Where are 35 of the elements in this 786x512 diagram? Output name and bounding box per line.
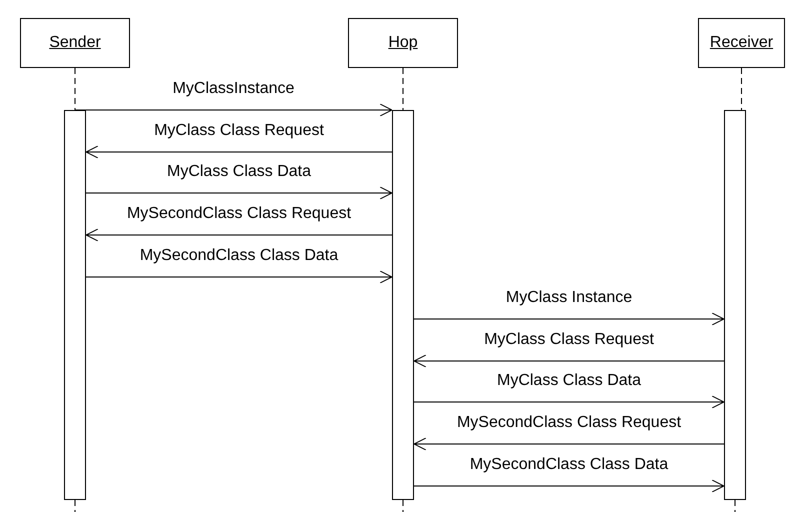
- message-arrow: [414, 312, 724, 326]
- message-label: MyClassInstance: [172, 80, 294, 98]
- lifeline: [402, 68, 404, 110]
- message-arrow: [414, 438, 724, 450]
- participant-name: Sender: [49, 34, 101, 52]
- message-label: MySecondClass Class Request: [126, 205, 352, 223]
- lifeline: [74, 500, 76, 512]
- message-label: MySecondClass Class Data: [470, 456, 668, 474]
- message-label: MyClass Class Data: [166, 163, 312, 181]
- message-arrow: [86, 270, 392, 284]
- message-arrow: [86, 186, 392, 200]
- message-arrow: [74, 104, 392, 116]
- message-label: MyClass Class Request: [484, 331, 654, 349]
- activation-bar: [64, 110, 86, 500]
- message-arrow: [414, 354, 724, 368]
- participant-box: [20, 18, 130, 68]
- message-label: MySecondClass Class Request: [456, 414, 682, 432]
- lifeline: [734, 500, 736, 512]
- activation-bar: [392, 110, 414, 500]
- participant-name: Hop: [388, 34, 418, 52]
- lifeline: [741, 68, 742, 110]
- message-label: MyClass Instance: [506, 289, 632, 307]
- message-label: MyClass Class Request: [154, 122, 324, 140]
- lifeline: [402, 500, 404, 512]
- message-arrow: [414, 480, 724, 492]
- participant-name: Receiver: [710, 34, 774, 52]
- participant-box: [348, 18, 458, 68]
- lifeline: [74, 68, 76, 110]
- message-arrow: [414, 396, 724, 408]
- message-arrow: [86, 228, 392, 242]
- message-label: MySecondClass Class Data: [140, 247, 338, 265]
- message-label: MyClass Class Data: [496, 372, 642, 390]
- activation-bar: [724, 110, 746, 500]
- participant-box: [698, 18, 785, 68]
- message-arrow: [86, 146, 392, 158]
